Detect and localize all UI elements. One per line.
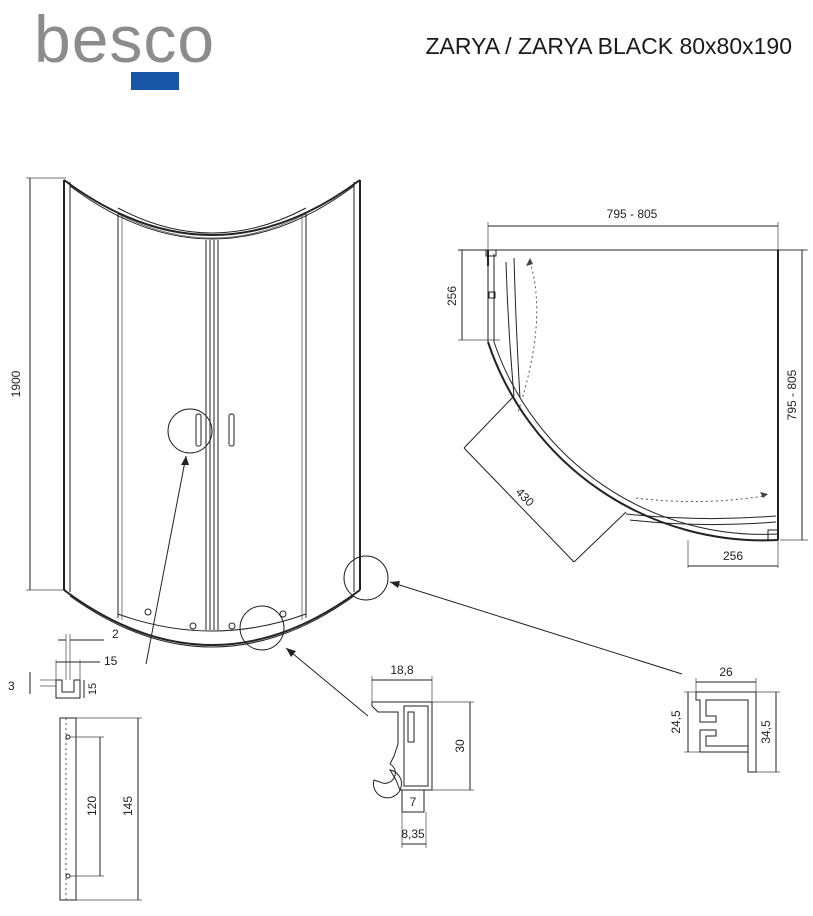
handle-detail: 2 15 15 3 120 145 xyxy=(8,627,142,901)
wall-profile-detail-circle xyxy=(343,555,389,601)
logo-text: besco xyxy=(34,2,215,76)
handle-gap-label: 2 xyxy=(112,627,119,641)
handle-detail-circle xyxy=(167,408,213,454)
plan-view: 795 - 805 795 - 805 256 xyxy=(445,207,808,568)
bottom-profile-detail-circle xyxy=(239,605,285,651)
handle-depth-label: 15 xyxy=(87,683,99,695)
handle-thickness-label: 3 xyxy=(8,679,15,693)
profile-base-label: 8,35 xyxy=(401,827,425,841)
door-bottom-width-label: 256 xyxy=(723,549,743,563)
top-width-label: 795 - 805 xyxy=(607,207,658,221)
leader-lines xyxy=(145,455,683,717)
side-width-label: 795 - 805 xyxy=(785,369,799,420)
bottom-profile-detail: 18,8 30 7 8,35 xyxy=(371,663,474,848)
logo-blue-bar xyxy=(131,72,179,90)
profile-width-label: 18,8 xyxy=(390,663,414,677)
product-title: ZARYA / ZARYA BLACK 80x80x190 xyxy=(426,33,793,59)
profile-slot-label: 7 xyxy=(410,795,417,809)
left-handle xyxy=(195,413,202,447)
wall-profile-height-label: 34,5 xyxy=(759,720,773,744)
handle-length-label: 145 xyxy=(121,796,135,816)
door-top-width-label: 256 xyxy=(445,286,459,306)
wall-profile-inner-label: 24,5 xyxy=(669,710,683,734)
radius-label: 430 xyxy=(513,485,537,509)
wall-profile-width-label: 26 xyxy=(719,665,733,679)
handle-spacing-label: 120 xyxy=(85,796,99,816)
besco-logo: besco xyxy=(34,2,215,90)
wall-profile-detail: 26 24,5 34,5 xyxy=(669,665,780,773)
front-view: 1900 xyxy=(9,177,389,651)
height-dimension-label: 1900 xyxy=(9,370,23,397)
right-handle xyxy=(228,413,235,447)
handle-width-label: 15 xyxy=(104,654,118,668)
profile-height-label: 30 xyxy=(453,739,467,753)
